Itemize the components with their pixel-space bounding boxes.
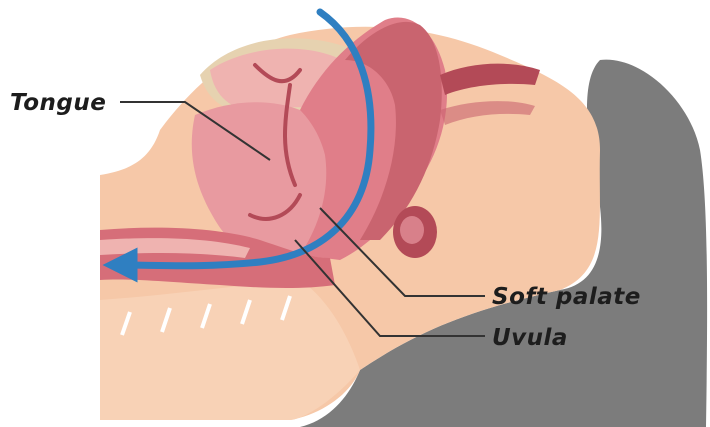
- neck-skin: [100, 280, 360, 420]
- adenoid-highlight: [400, 216, 424, 244]
- tongue-label: Tongue: [10, 90, 106, 116]
- soft-palate-label: Soft palate: [492, 284, 641, 310]
- uvula-label: Uvula: [492, 325, 568, 351]
